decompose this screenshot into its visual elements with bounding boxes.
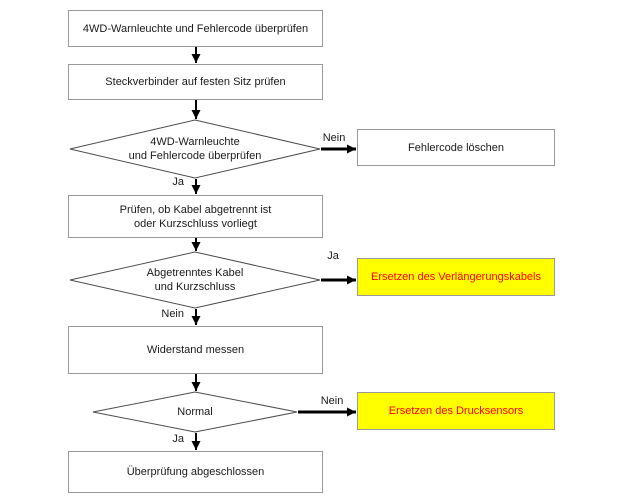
node-label: Fehlercode löschen bbox=[407, 141, 504, 154]
node-clear-fault-code: Fehlercode löschen bbox=[357, 129, 555, 166]
action-label: Ersetzen des Verlängerungskabels bbox=[371, 271, 541, 283]
edge-label-decision2-yes: Ja bbox=[327, 250, 339, 262]
node-label: Überprüfung abgeschlossen bbox=[126, 466, 265, 478]
node-label-line2: oder Kurzschluss vorliegt bbox=[134, 217, 257, 230]
edge-label-decision1-no: Nein bbox=[322, 132, 346, 144]
decision2-diamond-shape bbox=[69, 251, 321, 309]
decision1-diamond-shape bbox=[69, 119, 321, 179]
node-label: Widerstand messen bbox=[146, 344, 245, 356]
edge-label-decision2-no: Nein bbox=[161, 308, 184, 320]
node-check-cable-short: Prüfen, ob Kabel abgetrennt ist oder Kur… bbox=[68, 195, 323, 238]
edge-label-decision1-yes: Ja bbox=[172, 176, 184, 188]
action-replace-pressure-sensor: Ersetzen des Drucksensors bbox=[357, 392, 555, 430]
node-check-connector: Steckverbinder auf festen Sitz prüfen bbox=[68, 64, 323, 100]
edge-label-decision3-no: Nein bbox=[320, 395, 344, 407]
action-label: Ersetzen des Drucksensors bbox=[388, 405, 524, 417]
node-inspection-complete: Überprüfung abgeschlossen bbox=[68, 451, 323, 493]
action-replace-extension-cable: Ersetzen des Verlängerungskabels bbox=[357, 258, 555, 296]
node-check-warning-light: 4WD-Warnleuchte und Fehlercode überprüfe… bbox=[68, 10, 323, 47]
node-label-line1: Prüfen, ob Kabel abgetrennt ist bbox=[119, 203, 272, 216]
node-measure-resistance: Widerstand messen bbox=[68, 326, 323, 374]
decision3-diamond-shape bbox=[92, 391, 298, 433]
node-label: 4WD-Warnleuchte und Fehlercode überprüfe… bbox=[82, 22, 309, 35]
node-label: Steckverbinder auf festen Sitz prüfen bbox=[105, 76, 286, 88]
edge-label-decision3-yes: Ja bbox=[172, 433, 184, 445]
